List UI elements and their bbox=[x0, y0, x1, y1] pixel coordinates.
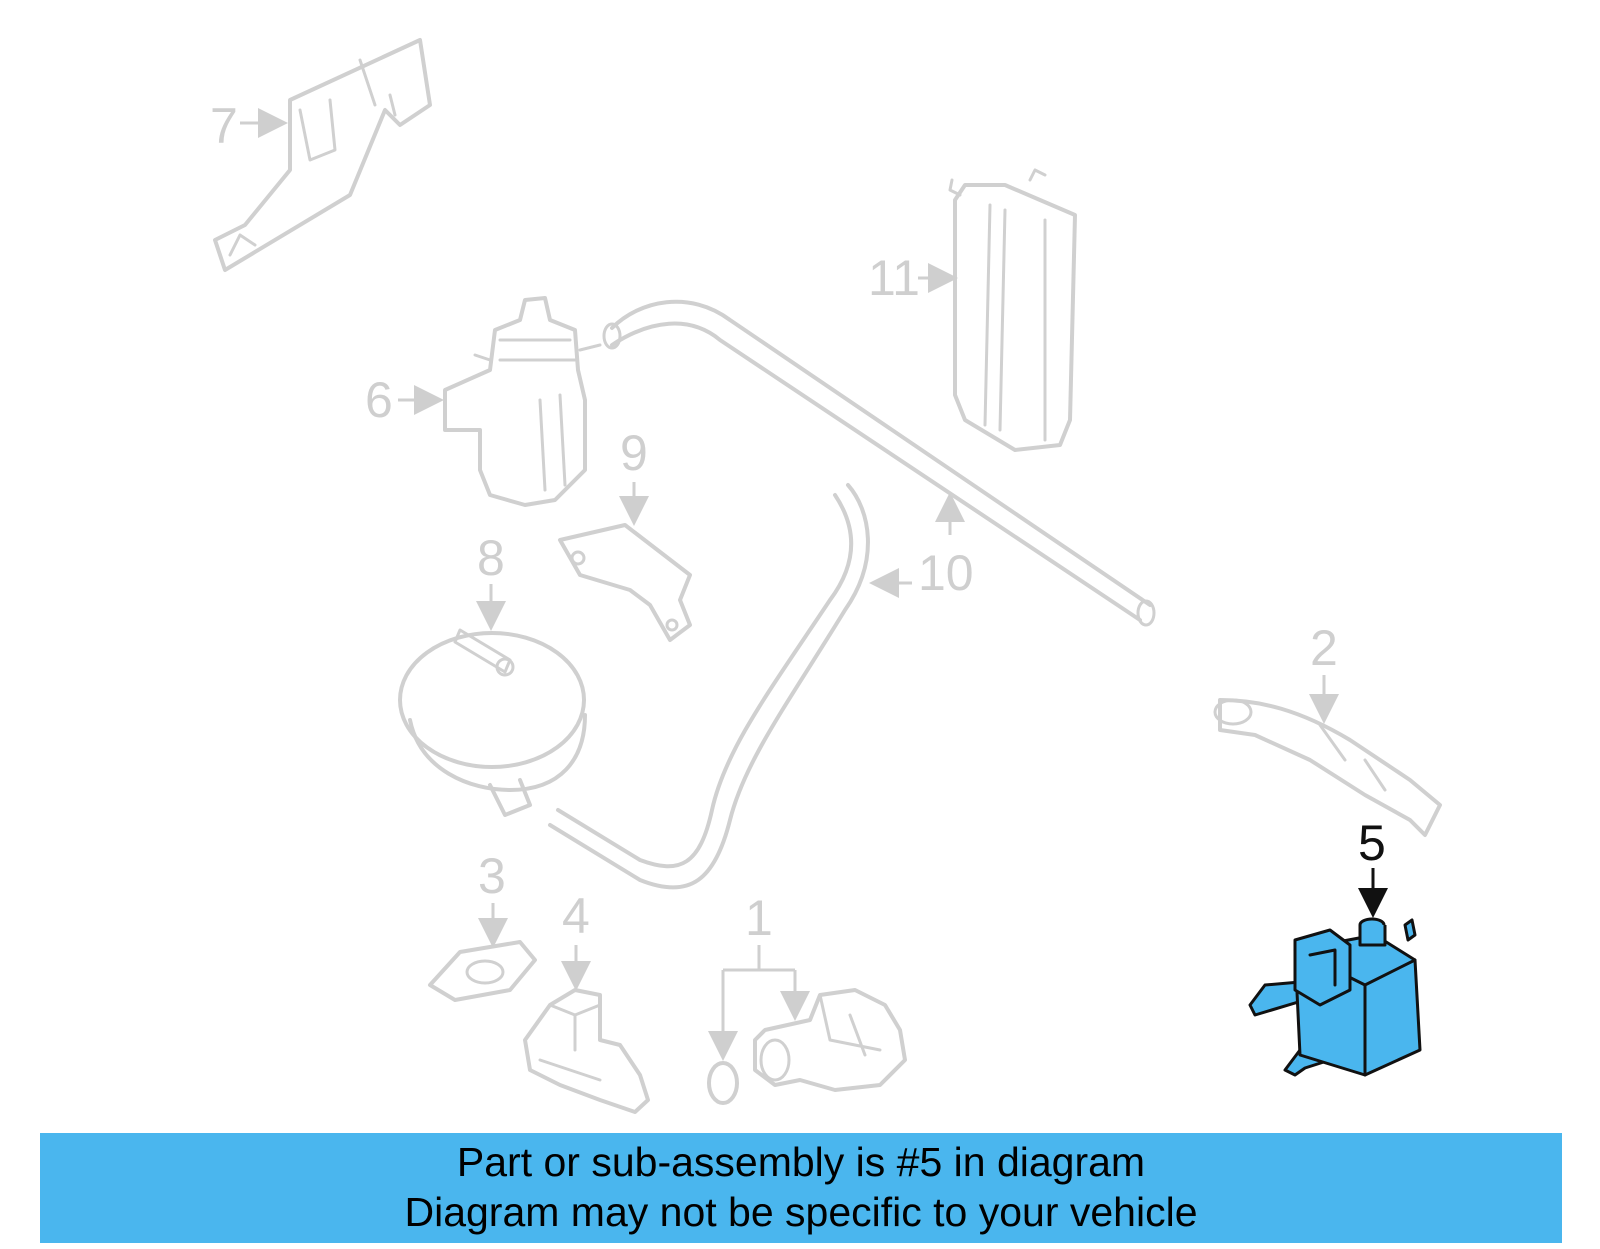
part-7-bracket bbox=[213, 38, 432, 272]
banner-line-2: Diagram may not be specific to your vehi… bbox=[404, 1189, 1198, 1235]
svg-text:8: 8 bbox=[477, 530, 505, 586]
callout-1: 1 bbox=[708, 890, 810, 1061]
svg-text:10: 10 bbox=[918, 545, 974, 601]
callout-8: 8 bbox=[476, 530, 506, 631]
svg-text:11: 11 bbox=[868, 250, 920, 306]
callout-4: 4 bbox=[561, 888, 591, 991]
svg-text:4: 4 bbox=[562, 888, 590, 944]
callout-3: 3 bbox=[478, 848, 508, 948]
banner-line-1: Part or sub-assembly is #5 in diagram bbox=[456, 1139, 1146, 1185]
svg-text:9: 9 bbox=[620, 425, 648, 481]
svg-text:3: 3 bbox=[478, 848, 506, 904]
part-3-gasket bbox=[428, 940, 537, 1002]
callout-11: 11 bbox=[868, 250, 958, 306]
callout-2: 2 bbox=[1309, 620, 1339, 724]
callout-5: 5 bbox=[1358, 815, 1388, 918]
part-6-valve bbox=[443, 296, 602, 507]
part-4-solenoid bbox=[523, 988, 650, 1114]
part-10-hose bbox=[548, 299, 1156, 890]
part-9-bracket bbox=[558, 523, 692, 642]
callout-7: 7 bbox=[210, 98, 288, 154]
svg-text:6: 6 bbox=[365, 372, 393, 428]
svg-text:5: 5 bbox=[1358, 815, 1386, 871]
svg-text:2: 2 bbox=[1310, 620, 1338, 676]
callout-9: 9 bbox=[619, 425, 649, 526]
part-8-reservoir bbox=[398, 628, 587, 817]
part-2-pipe bbox=[1213, 698, 1442, 837]
callout-6: 6 bbox=[365, 372, 444, 428]
svg-text:1: 1 bbox=[745, 890, 773, 946]
part-5-highlighted[interactable] bbox=[1248, 917, 1422, 1077]
info-banner: Part or sub-assembly is #5 in diagram Di… bbox=[40, 1133, 1562, 1243]
callout-10: 10 bbox=[869, 545, 974, 601]
part-11-canister bbox=[948, 168, 1077, 452]
svg-text:7: 7 bbox=[210, 98, 238, 154]
part-1-egr-valve bbox=[707, 988, 907, 1105]
